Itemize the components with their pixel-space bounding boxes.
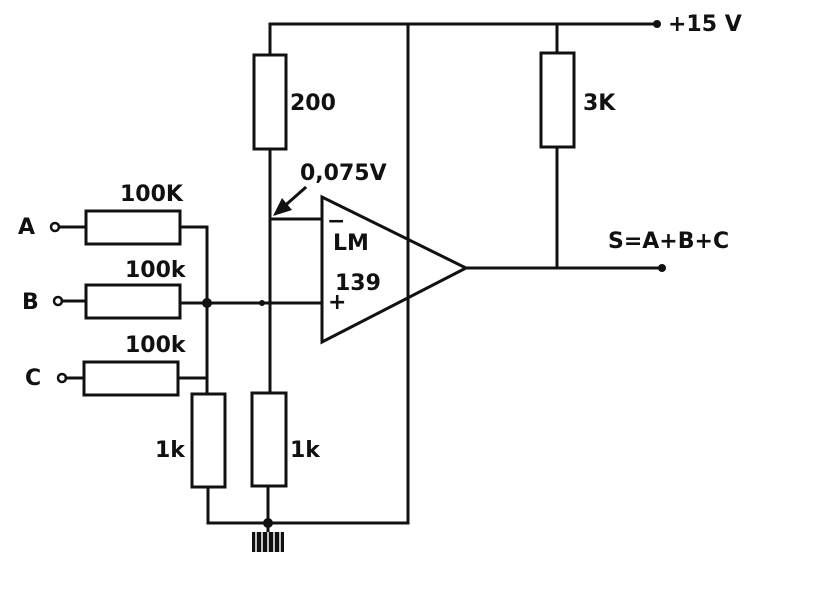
input-a-label: A <box>18 215 35 240</box>
ground-symbol <box>252 532 284 552</box>
resistor-b <box>84 283 182 320</box>
resistor-200-label: 200 <box>290 91 336 116</box>
resistor-c-label: 100k <box>125 333 187 358</box>
output-label: S=A+B+C <box>608 229 729 254</box>
junction-right <box>259 300 265 306</box>
resistor-200 <box>252 53 288 151</box>
resistor-1k-left <box>190 392 227 489</box>
resistor-b-label: 100k <box>125 258 187 283</box>
supply-rail <box>268 20 661 28</box>
reference-voltage-label: 0,075V <box>300 161 387 186</box>
summing-junction <box>202 298 212 308</box>
resistor-3k-label: 3K <box>583 91 616 116</box>
input-c-label: C <box>25 366 41 391</box>
input-b-label: B <box>22 290 39 315</box>
reference-arrow <box>273 185 308 216</box>
resistor-a <box>84 209 182 246</box>
resistor-a-label: 100K <box>120 182 184 207</box>
resistor-3k <box>539 51 576 149</box>
opamp-name-line2: 139 <box>335 271 381 296</box>
resistor-1k-left-label: 1k <box>155 438 186 463</box>
opamp-triangle <box>320 194 470 345</box>
opamp-minus: − <box>327 209 345 234</box>
opamp-plus: + <box>328 290 346 315</box>
output-terminal <box>658 264 666 272</box>
resistor-c <box>82 360 180 397</box>
resistor-1k-right <box>250 391 288 488</box>
opamp-name-line1: LM <box>333 231 369 256</box>
resistor-1k-right-label: 1k <box>290 438 321 463</box>
supply-label: +15 V <box>668 12 742 37</box>
